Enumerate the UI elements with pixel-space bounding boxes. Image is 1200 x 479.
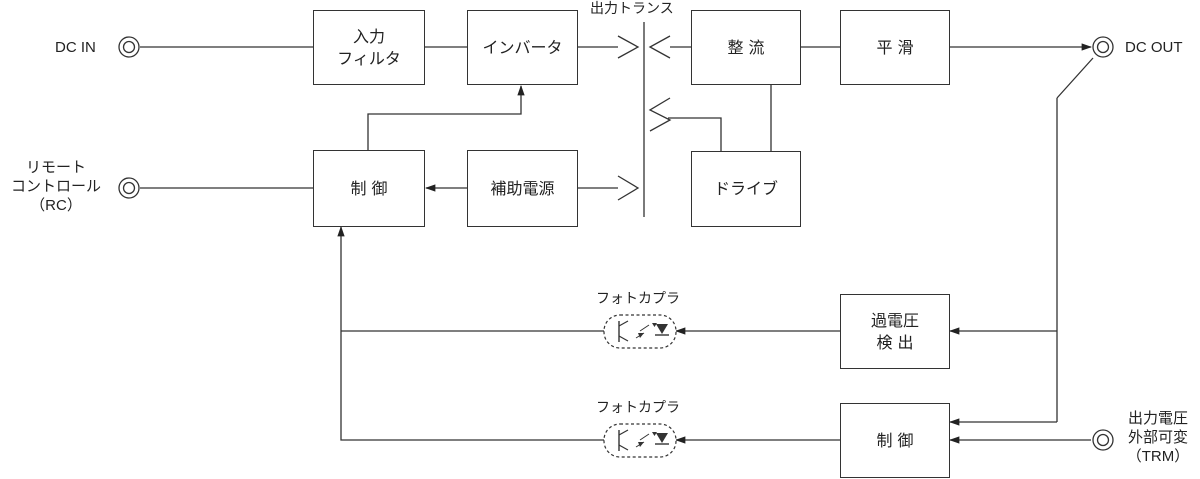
smoothing-block: 平 滑 (840, 10, 950, 85)
terminal-dc-in[interactable] (118, 36, 140, 58)
transformer-aux-winding (617, 175, 640, 201)
wire-winding-drive (668, 117, 722, 151)
control-block-bottom: 制 御 (840, 403, 950, 478)
inverter-label: インバータ (482, 37, 563, 57)
terminal-remote[interactable] (118, 177, 140, 199)
rectifier-label: 整 流 (727, 37, 765, 57)
output-transformer-label: 出力トランス (590, 1, 674, 17)
aux-power-block: 補助電源 (467, 150, 578, 227)
drive-block: ドライブ (691, 151, 801, 227)
rectifier-block: 整 流 (691, 10, 801, 85)
transformer-secondary-winding (648, 35, 671, 59)
input-filter-label-line1: 入力 (352, 26, 385, 46)
dc-in-label: DC IN (55, 39, 96, 56)
transformer-drive-winding (648, 97, 672, 132)
ovp-detect-block: 過電圧 検 出 (840, 294, 950, 369)
remote-control-label: リモート コントロール （RC） (0, 158, 112, 215)
ovp-detect-label-line2: 検 出 (876, 332, 914, 352)
terminal-trm[interactable] (1092, 429, 1114, 451)
drive-label: ドライブ (713, 179, 778, 198)
photocoupler-label-1: フォトカプラ (596, 291, 680, 307)
dcout-switch-line (1056, 57, 1094, 99)
wire-control-inverter (367, 84, 525, 150)
smoothing-label: 平 滑 (876, 37, 914, 57)
input-filter-block: 入力 フィルタ (313, 10, 425, 85)
control-top-label: 制 御 (350, 178, 388, 198)
trm-label: 出力電圧 外部可変 （TRM） (1118, 409, 1198, 466)
dc-out-label: DC OUT (1125, 39, 1183, 56)
photocoupler-icon (603, 314, 677, 349)
trm-label-line1: 出力電圧 (1127, 410, 1188, 427)
ovp-detect-label-line1: 過電圧 (870, 310, 919, 330)
remote-label-line3: （RC） (30, 197, 82, 214)
trm-label-line2: 外部可変 (1127, 429, 1188, 446)
control-block-top: 制 御 (313, 150, 425, 227)
terminal-dc-out[interactable] (1092, 36, 1114, 58)
inverter-block: インバータ (467, 10, 578, 85)
transformer-primary-winding (617, 35, 640, 59)
remote-label-line2: コントロール (10, 178, 101, 195)
trm-label-line3: （TRM） (1126, 448, 1190, 465)
aux-power-label: 補助電源 (490, 178, 555, 198)
photocoupler-icon (603, 423, 677, 458)
remote-label-line1: リモート (25, 159, 86, 176)
wire-photocoupler2-to-control (337, 225, 604, 441)
photocoupler-label-2: フォトカプラ (596, 400, 680, 416)
input-filter-label-line2: フィルタ (337, 48, 401, 68)
control-bottom-label: 制 御 (876, 430, 914, 450)
